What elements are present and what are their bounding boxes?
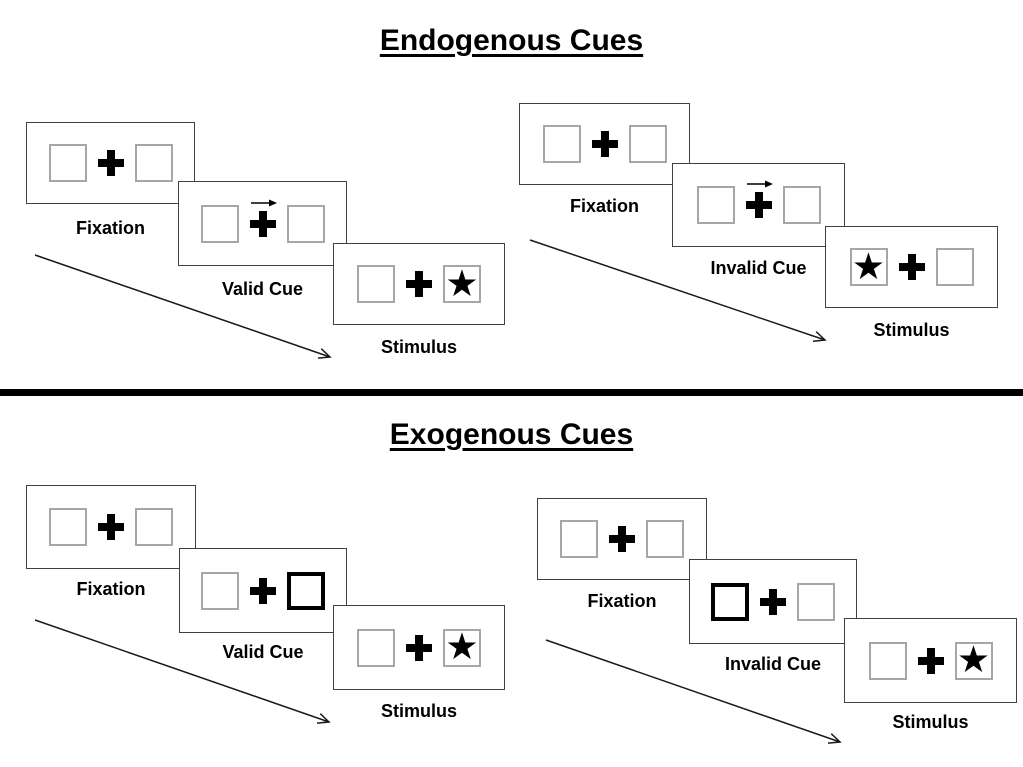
timeline-arrow-icon [34, 619, 331, 724]
right-square: ★ [954, 638, 993, 681]
exo-valid-fixation-panel [26, 485, 196, 569]
endo-valid-fixation-label: Fixation [75, 218, 145, 238]
left-square [200, 204, 239, 243]
fixation-cross-icon [760, 588, 786, 615]
endo-invalid-cue-label: Invalid Cue [710, 258, 807, 278]
left-square [868, 641, 907, 680]
cue-highlight-square [287, 571, 325, 610]
timeline-arrow-icon [34, 254, 332, 359]
endo-invalid-fixation-panel [519, 103, 690, 185]
endo-valid-stimulus-panel: ★ [333, 243, 505, 325]
exo-valid-fixation-label: Fixation [76, 579, 146, 599]
fixation-cross-icon [898, 254, 925, 280]
cue-highlight-square [711, 582, 749, 621]
fixation-cross-icon [250, 577, 276, 604]
exo-invalid-fixation-panel [537, 498, 707, 580]
star-icon: ★ [445, 261, 479, 305]
exo-invalid-cue-label: Invalid Cue [724, 654, 822, 674]
section-divider [0, 389, 1023, 396]
exo-invalid-stimulus-label: Stimulus [892, 712, 969, 732]
right-square [797, 582, 835, 621]
left-square [48, 144, 87, 182]
fixation-cross-icon [406, 634, 432, 661]
left-square [357, 628, 395, 667]
right-square: ★ [443, 625, 481, 668]
left-square [357, 265, 395, 303]
endo-invalid-stimulus-panel: ★ [825, 226, 998, 308]
endo-valid-fixation-panel [26, 122, 195, 204]
endo-valid-cue-label: Valid Cue [221, 279, 304, 299]
cue-arrow-icon [250, 199, 277, 206]
exo-invalid-cue-panel [689, 559, 857, 644]
exo-invalid-fixation-label: Fixation [587, 591, 657, 611]
endo-invalid-cue-panel [672, 163, 845, 247]
fixation-cross-icon [609, 526, 635, 552]
right-square [782, 186, 821, 224]
fixation-cross-icon [249, 199, 277, 237]
right-square [646, 520, 684, 558]
timeline-arrow-icon [529, 239, 827, 342]
endo-valid-stimulus-label: Stimulus [380, 337, 457, 357]
exo-valid-cue-panel [179, 548, 347, 633]
exo-valid-stimulus-panel: ★ [333, 605, 505, 690]
star-icon: ★ [956, 638, 991, 681]
left-square [201, 571, 239, 610]
fixation-cross-icon [97, 150, 124, 176]
left-square [560, 520, 598, 558]
right-square: ★ [443, 265, 481, 303]
right-square [286, 204, 325, 243]
endo-invalid-fixation-label: Fixation [569, 196, 639, 216]
left-square [696, 186, 735, 224]
section-title-endogenous: Endogenous Cues [379, 24, 644, 57]
star-icon: ★ [851, 244, 886, 288]
right-square [135, 508, 173, 546]
fixation-cross-icon [745, 180, 773, 218]
right-square [628, 125, 667, 163]
fixation-cross-icon [98, 514, 124, 540]
star-icon: ★ [445, 625, 479, 668]
right-square [134, 144, 173, 182]
section-title-exogenous: Exogenous Cues [389, 418, 634, 451]
cue-arrow-icon [746, 180, 773, 188]
exo-invalid-stimulus-panel: ★ [844, 618, 1017, 703]
exo-valid-stimulus-label: Stimulus [380, 701, 457, 721]
endo-invalid-stimulus-label: Stimulus [873, 320, 950, 340]
left-square [542, 125, 581, 163]
endo-valid-cue-panel [178, 181, 347, 266]
fixation-cross-icon [406, 271, 432, 297]
exo-valid-cue-label: Valid Cue [222, 642, 304, 662]
right-square [935, 248, 974, 286]
fixation-cross-icon [591, 131, 618, 157]
fixation-cross-icon [917, 647, 944, 674]
left-square: ★ [849, 244, 888, 288]
left-square [49, 508, 87, 546]
